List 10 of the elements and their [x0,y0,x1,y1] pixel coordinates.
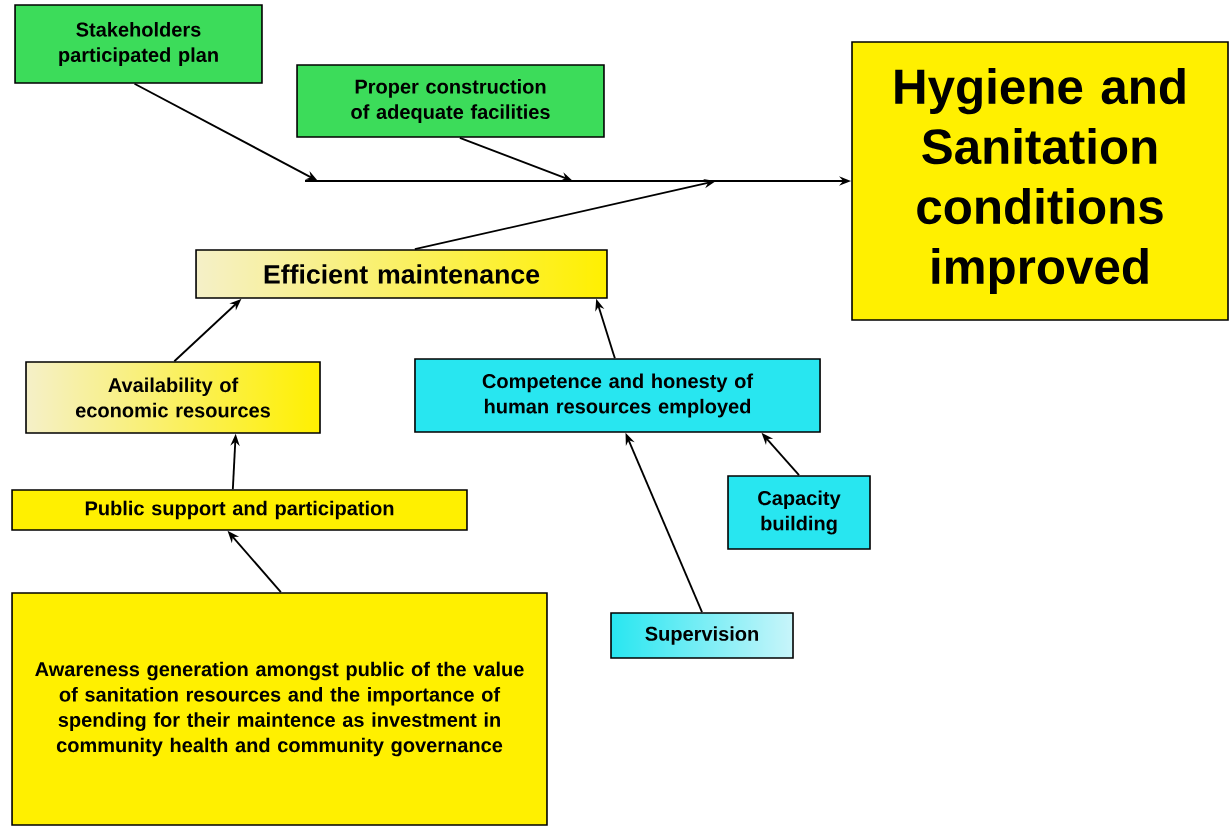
cause-box: Supervision [610,612,794,659]
cause-box: Proper construction of adequate facilities [296,64,605,138]
cause-box: Public support and participation [11,489,468,531]
cause-box: Awareness generation amongst public of the value of sanitation resources and the importance of spending for their maintence as investment in community health and community governance [11,592,548,826]
cause-box: Availability of economic resources [25,361,321,434]
effect-box: Hygiene and Sanitation conditions improved [851,41,1229,321]
cause-box: Competence and honesty of human resources employed [414,358,821,433]
cause-box: Efficient maintenance [195,249,608,299]
cause-box: Capacity building [727,475,871,550]
cause-box: Stakeholders participated plan [14,4,263,84]
